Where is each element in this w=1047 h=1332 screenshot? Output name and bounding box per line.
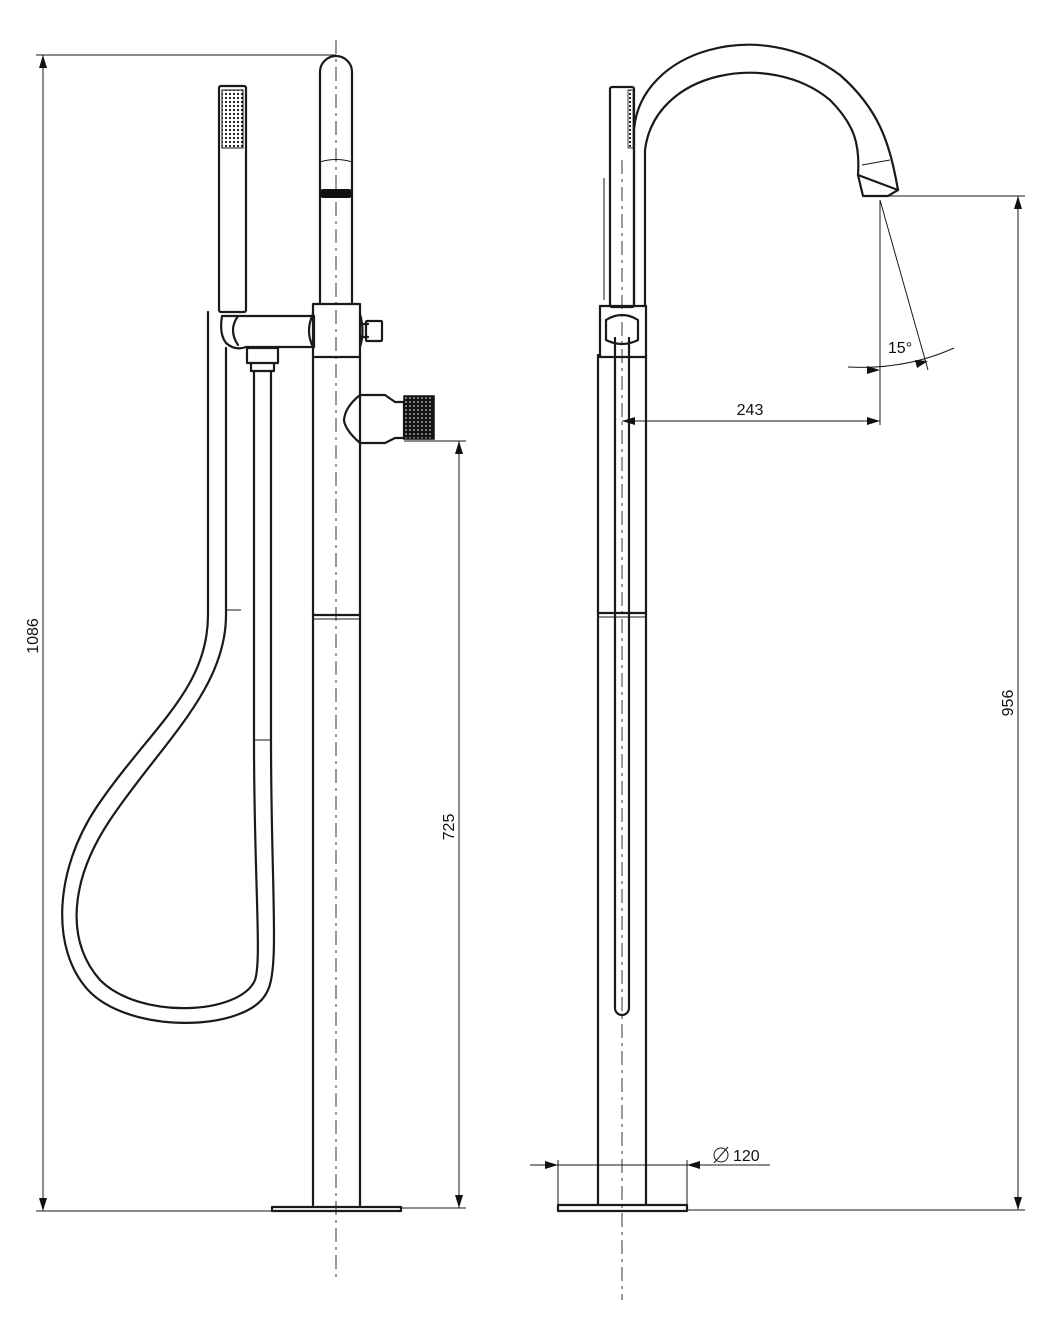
inlet-height-label: 725 <box>441 814 458 841</box>
overall-height-label: 1086 <box>25 618 42 654</box>
dimension-lines <box>36 54 1025 1212</box>
spout-reach-label: 243 <box>737 402 764 419</box>
front-base-plate <box>270 1205 403 1213</box>
side-spout-tip <box>856 173 900 198</box>
side-view <box>556 43 900 1300</box>
side-spout <box>632 43 900 308</box>
front-knurled-knob <box>403 395 435 440</box>
front-hand-shower-holder <box>220 314 316 350</box>
diameter-symbol-circle <box>713 1147 729 1163</box>
front-hand-shower <box>217 84 248 314</box>
spout-height-label: 956 <box>1000 690 1017 717</box>
front-handle-band <box>320 189 352 198</box>
front-hose-connector <box>245 346 280 373</box>
front-diverter-knob <box>364 319 384 343</box>
side-hose <box>613 336 631 1017</box>
front-view <box>61 40 435 1280</box>
base-diameter-label: 120 <box>733 1148 760 1165</box>
front-lower-column <box>311 355 362 1207</box>
front-upper-column <box>318 54 354 306</box>
side-base-plate <box>556 1203 689 1213</box>
side-column <box>596 353 648 1207</box>
front-shower-spray-face <box>221 89 244 149</box>
spout-angle-label: 15° <box>888 340 912 357</box>
front-hose <box>75 346 259 1010</box>
front-inlet-body <box>342 393 406 445</box>
